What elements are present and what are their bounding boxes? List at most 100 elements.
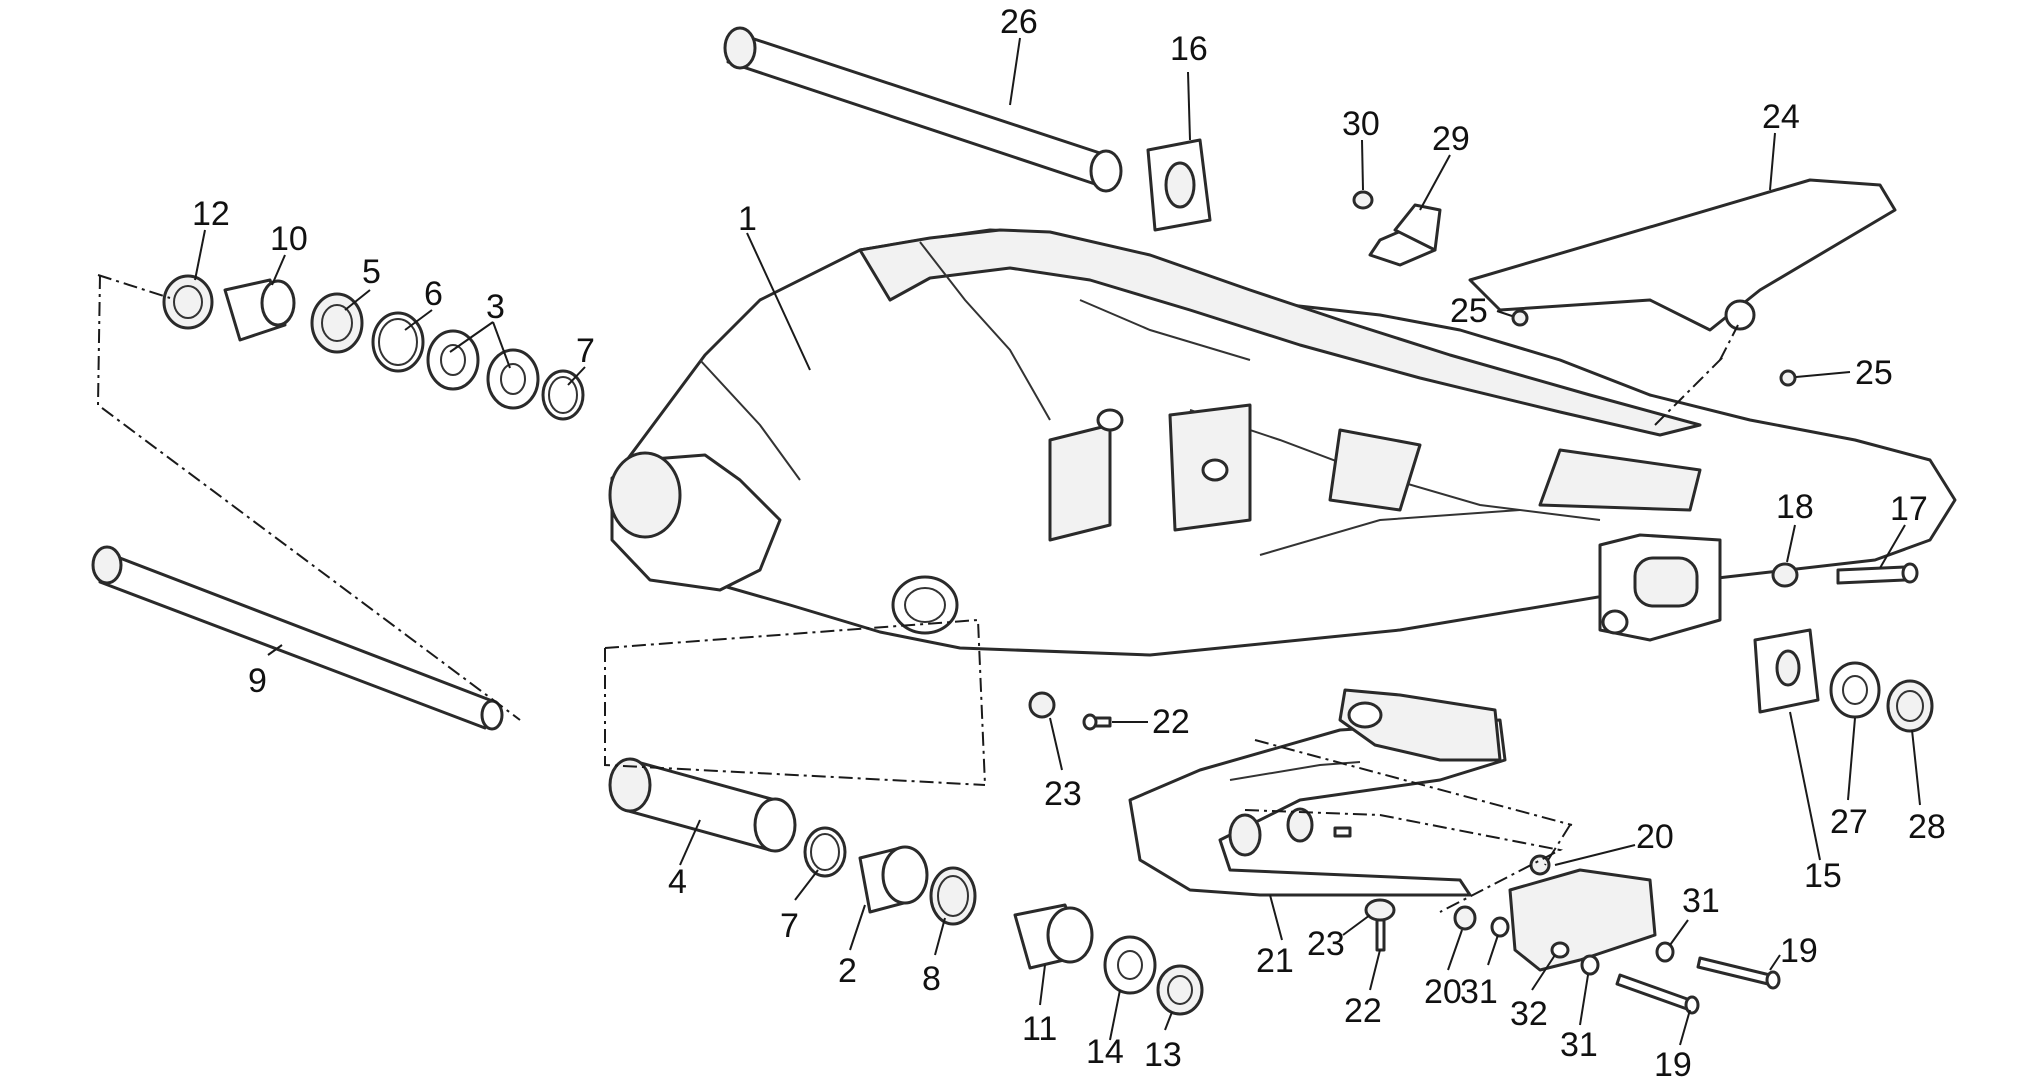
spacer-31b: [1580, 954, 1600, 976]
screw-22b: [1375, 918, 1386, 952]
callout-32: 32: [1510, 995, 1548, 1033]
washer-27-bore: [1842, 675, 1868, 705]
axle-9-body: [98, 553, 497, 730]
leader-30: [1361, 139, 1364, 191]
chain-guard-24: [1468, 178, 1897, 332]
leader-31c: [1579, 974, 1589, 1026]
nut-12: [162, 274, 214, 330]
chain-guide-bracket: [1338, 688, 1502, 762]
alignment-line-guard-2: [1719, 324, 1739, 361]
leader-18: [1786, 524, 1796, 563]
pivot-tube-opening: [608, 451, 682, 539]
screw-22a-head: [1082, 713, 1098, 731]
axle-9-end: [480, 699, 504, 731]
block-16-hole: [1164, 161, 1196, 209]
swingarm-rib-line: [919, 241, 1051, 421]
callout-7a: 7: [576, 332, 595, 370]
tube-26-end: [1089, 149, 1123, 193]
callout-26: 26: [1000, 3, 1038, 41]
bearing-3b-bore: [500, 363, 526, 395]
leader-25a: [1496, 310, 1513, 317]
left-pivot-stack: [162, 274, 585, 421]
axle-9-head: [91, 545, 123, 585]
callout-28: 28: [1908, 808, 1946, 846]
ring-6: [371, 311, 425, 373]
washer-27: [1829, 661, 1881, 719]
leader-12: [194, 229, 206, 281]
bearing-3a-bore: [440, 344, 466, 376]
callout-10: 10: [270, 220, 308, 258]
callout-5: 5: [362, 253, 381, 291]
bush-11-end: [1046, 906, 1094, 964]
callout-6: 6: [424, 275, 443, 313]
bolt-19a: [1696, 956, 1772, 986]
bush-10-end: [260, 279, 296, 327]
leader-22b: [1369, 949, 1381, 991]
leader-17: [1879, 524, 1906, 569]
leader-13: [1164, 1011, 1173, 1031]
chain-slider-screw: [1550, 941, 1570, 959]
callout-27: 27: [1830, 803, 1868, 841]
washer-14-bore: [1117, 950, 1143, 980]
leader-8: [934, 917, 946, 956]
leader-7a: [567, 366, 586, 386]
leader-28: [1911, 729, 1921, 806]
callout-22a: 22: [1152, 703, 1190, 741]
nut-18: [1771, 562, 1799, 588]
bolt-19b-head: [1684, 995, 1700, 1015]
sleeve-4-end-2: [753, 797, 797, 853]
nut-12-bore: [173, 285, 203, 319]
seal-8-inner: [937, 875, 969, 917]
alignment-line-lower: [604, 648, 986, 786]
leader-3a: [449, 321, 494, 353]
callout-14: 14: [1086, 1033, 1124, 1071]
callout-7b: 7: [780, 907, 799, 945]
screw-25b: [1779, 369, 1797, 387]
leader-7b: [794, 869, 819, 901]
chain-guide-hole: [1347, 701, 1383, 729]
block-15-hole: [1775, 649, 1801, 687]
swingarm-window-4: [1538, 448, 1702, 512]
alignment-line-guide-b: [1244, 809, 1564, 913]
seal-5-bore: [321, 304, 353, 342]
callout-25b: 25: [1855, 354, 1893, 392]
callout-18: 18: [1776, 488, 1814, 526]
leader-11: [1039, 964, 1046, 1006]
grommet-23b: [1364, 898, 1396, 922]
chain-guard-body: [1468, 178, 1897, 332]
chain-slider-32: [1508, 868, 1657, 972]
alignment-line-guard: [1654, 354, 1726, 426]
leader-32: [1531, 954, 1556, 991]
bolt-19a-head: [1765, 970, 1781, 990]
lower-pivot-stack: [608, 757, 1204, 1016]
screw-chain-guide: [1333, 826, 1352, 838]
ring-7a-inner: [548, 376, 578, 414]
leader-26: [1009, 37, 1021, 106]
swingarm-hole: [1096, 408, 1124, 432]
washer-14: [1103, 935, 1157, 995]
bolt-17-head: [1901, 562, 1919, 584]
callout-4: 4: [668, 863, 687, 901]
callout-23a: 23: [1044, 775, 1082, 813]
swingarm-window-1: [1048, 423, 1112, 542]
nut-13: [1156, 964, 1204, 1016]
callout-31a: 31: [1682, 882, 1720, 920]
callout-29: 29: [1432, 120, 1470, 158]
swingarm-lower-rib: [1259, 509, 1521, 556]
lower-pivot-opening: [891, 575, 959, 635]
callout-9: 9: [248, 662, 267, 700]
tube-26-body: [726, 33, 1117, 187]
bolt-19b: [1615, 973, 1692, 1011]
leader-24: [1769, 132, 1776, 191]
alignment-line-lower-top: [604, 618, 986, 786]
callout-31b: 31: [1460, 973, 1498, 1011]
callout-22b: 22: [1344, 992, 1382, 1030]
leader-29: [1419, 154, 1451, 211]
callout-8: 8: [922, 960, 941, 998]
screw-30: [1352, 190, 1374, 210]
leader-6: [404, 309, 433, 331]
nut-20b: [1453, 905, 1477, 931]
leader-3b: [492, 321, 511, 369]
